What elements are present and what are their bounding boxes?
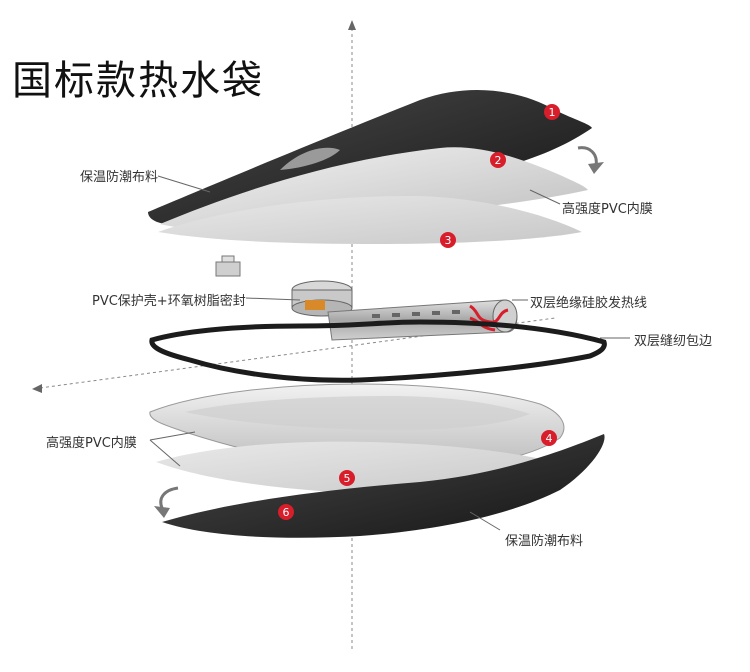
badge-3: 3 (440, 232, 456, 248)
layer-membrane-3 (158, 195, 582, 244)
rotate-arrow-icon-right (577, 146, 604, 174)
svg-text:5: 5 (344, 472, 351, 485)
label-top-membrane: 高强度PVC内膜 (562, 202, 653, 217)
label-heating-wire: 双层绝缘硅胶发热线 (530, 296, 648, 311)
badge-6: 6 (278, 504, 294, 520)
pvc-shell-cap (291, 280, 353, 317)
page-title: 国标款热水袋 (12, 58, 264, 104)
leader-top-membrane (529, 189, 561, 205)
badge-5: 5 (339, 470, 355, 486)
leader-bottom-fabric (469, 511, 501, 531)
label-top-fabric: 保温防潮布料 (80, 170, 159, 185)
rotate-arrow-icon-left (154, 486, 179, 518)
leader-lines (149, 175, 630, 531)
layer-bottom-fabric (162, 434, 605, 538)
edge-seam-loop (149, 319, 607, 383)
leader-shell-seal (245, 297, 301, 301)
leader-bottom-membrane-a (149, 431, 196, 441)
svg-text:3: 3 (445, 234, 452, 247)
svg-text:4: 4 (546, 432, 553, 445)
leader-top-fabric (157, 175, 211, 193)
badge-1: 1 (544, 104, 560, 120)
svg-text:6: 6 (283, 506, 290, 519)
svg-text:1: 1 (549, 106, 556, 119)
badge-2: 2 (490, 152, 506, 168)
connector-clip (215, 255, 241, 277)
label-edge-seam: 双层缝纫包边 (634, 334, 713, 349)
label-bottom-membrane: 高强度PVC内膜 (46, 436, 137, 451)
leader-bottom-membrane-b (149, 439, 181, 467)
label-shell-seal: PVC保护壳+环氧树脂密封 (92, 294, 246, 309)
badge-4: 4 (541, 430, 557, 446)
label-bottom-fabric: 保温防潮布料 (505, 534, 584, 549)
svg-text:2: 2 (495, 154, 502, 167)
